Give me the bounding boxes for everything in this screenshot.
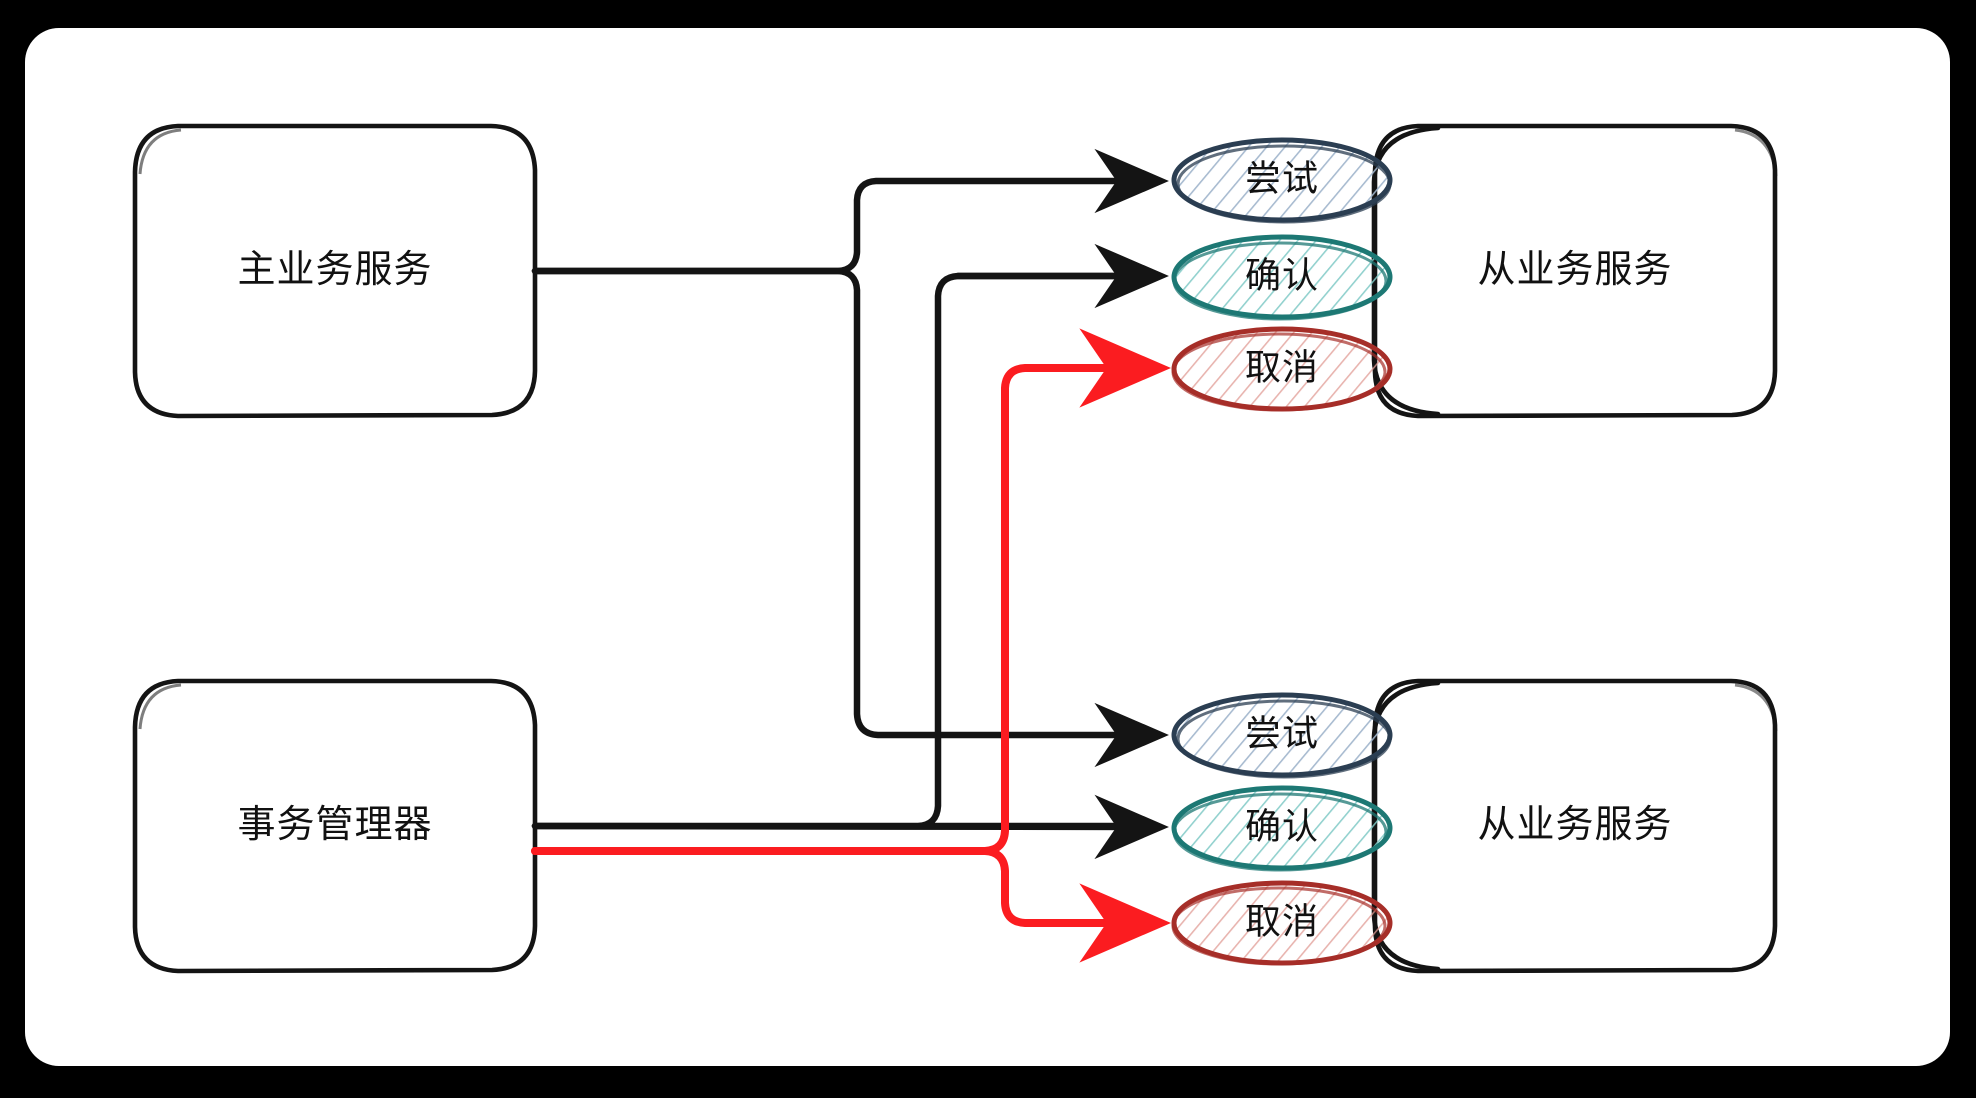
node-label: 事务管理器 [237, 804, 432, 846]
ellipse-sketch-overstroke [1176, 699, 1392, 779]
node-tx-manager[interactable]: 事务管理器 [132, 678, 538, 974]
ellipse-label: 确认 [1245, 806, 1319, 847]
ellipse-try-bottom[interactable]: 尝试 [1171, 692, 1393, 779]
connection-tx-to-cancel-top [531, 328, 1171, 855]
ellipse-label: 取消 [1245, 901, 1319, 942]
sketch-overstroke [138, 683, 182, 730]
ellipse-sketch-overstroke [1171, 886, 1387, 966]
ellipse-sketch-overstroke [1171, 332, 1387, 412]
connection-tx-to-confirm-top [531, 243, 1169, 830]
node-box [132, 123, 538, 419]
ellipse-label: 确认 [1245, 255, 1319, 296]
node-box [1372, 123, 1778, 419]
sketch-overstroke [1734, 683, 1778, 732]
connection-main-to-try-top [531, 148, 1169, 275]
ellipse-sketch-overstroke [1172, 241, 1388, 321]
sketch-overstroke [138, 128, 182, 175]
ellipse-confirm-bottom[interactable]: 确认 [1171, 785, 1393, 872]
connection-tx-to-confirm-bottom [531, 794, 1169, 860]
ellipse-sketch-overstroke [1176, 144, 1392, 224]
connection-main-to-try-bottom [531, 267, 1169, 768]
node-main-service[interactable]: 主业务服务 [132, 123, 538, 419]
ellipse-sketch-overstroke [1172, 792, 1388, 872]
ellipse-cancel-top[interactable]: 取消 [1171, 326, 1393, 412]
ellipse-confirm-top[interactable]: 确认 [1171, 234, 1393, 321]
ellipse-label: 取消 [1245, 347, 1319, 388]
node-label: 从业务服务 [1477, 804, 1672, 846]
ellipse-try-top[interactable]: 尝试 [1171, 137, 1393, 224]
connection-tx-to-cancel-bottom [531, 847, 1171, 963]
node-slave-service-top[interactable]: 从业务服务 [1372, 123, 1778, 419]
sketch-overstroke [1734, 128, 1778, 177]
node-box [1372, 678, 1778, 974]
node-label: 主业务服务 [237, 249, 432, 291]
node-box [132, 678, 538, 974]
node-slave-service-bottom[interactable]: 从业务服务 [1372, 678, 1778, 974]
ellipse-label: 尝试 [1245, 713, 1319, 754]
ellipse-label: 尝试 [1245, 158, 1319, 199]
node-label: 从业务服务 [1477, 249, 1672, 291]
ellipse-cancel-bottom[interactable]: 取消 [1171, 880, 1393, 966]
